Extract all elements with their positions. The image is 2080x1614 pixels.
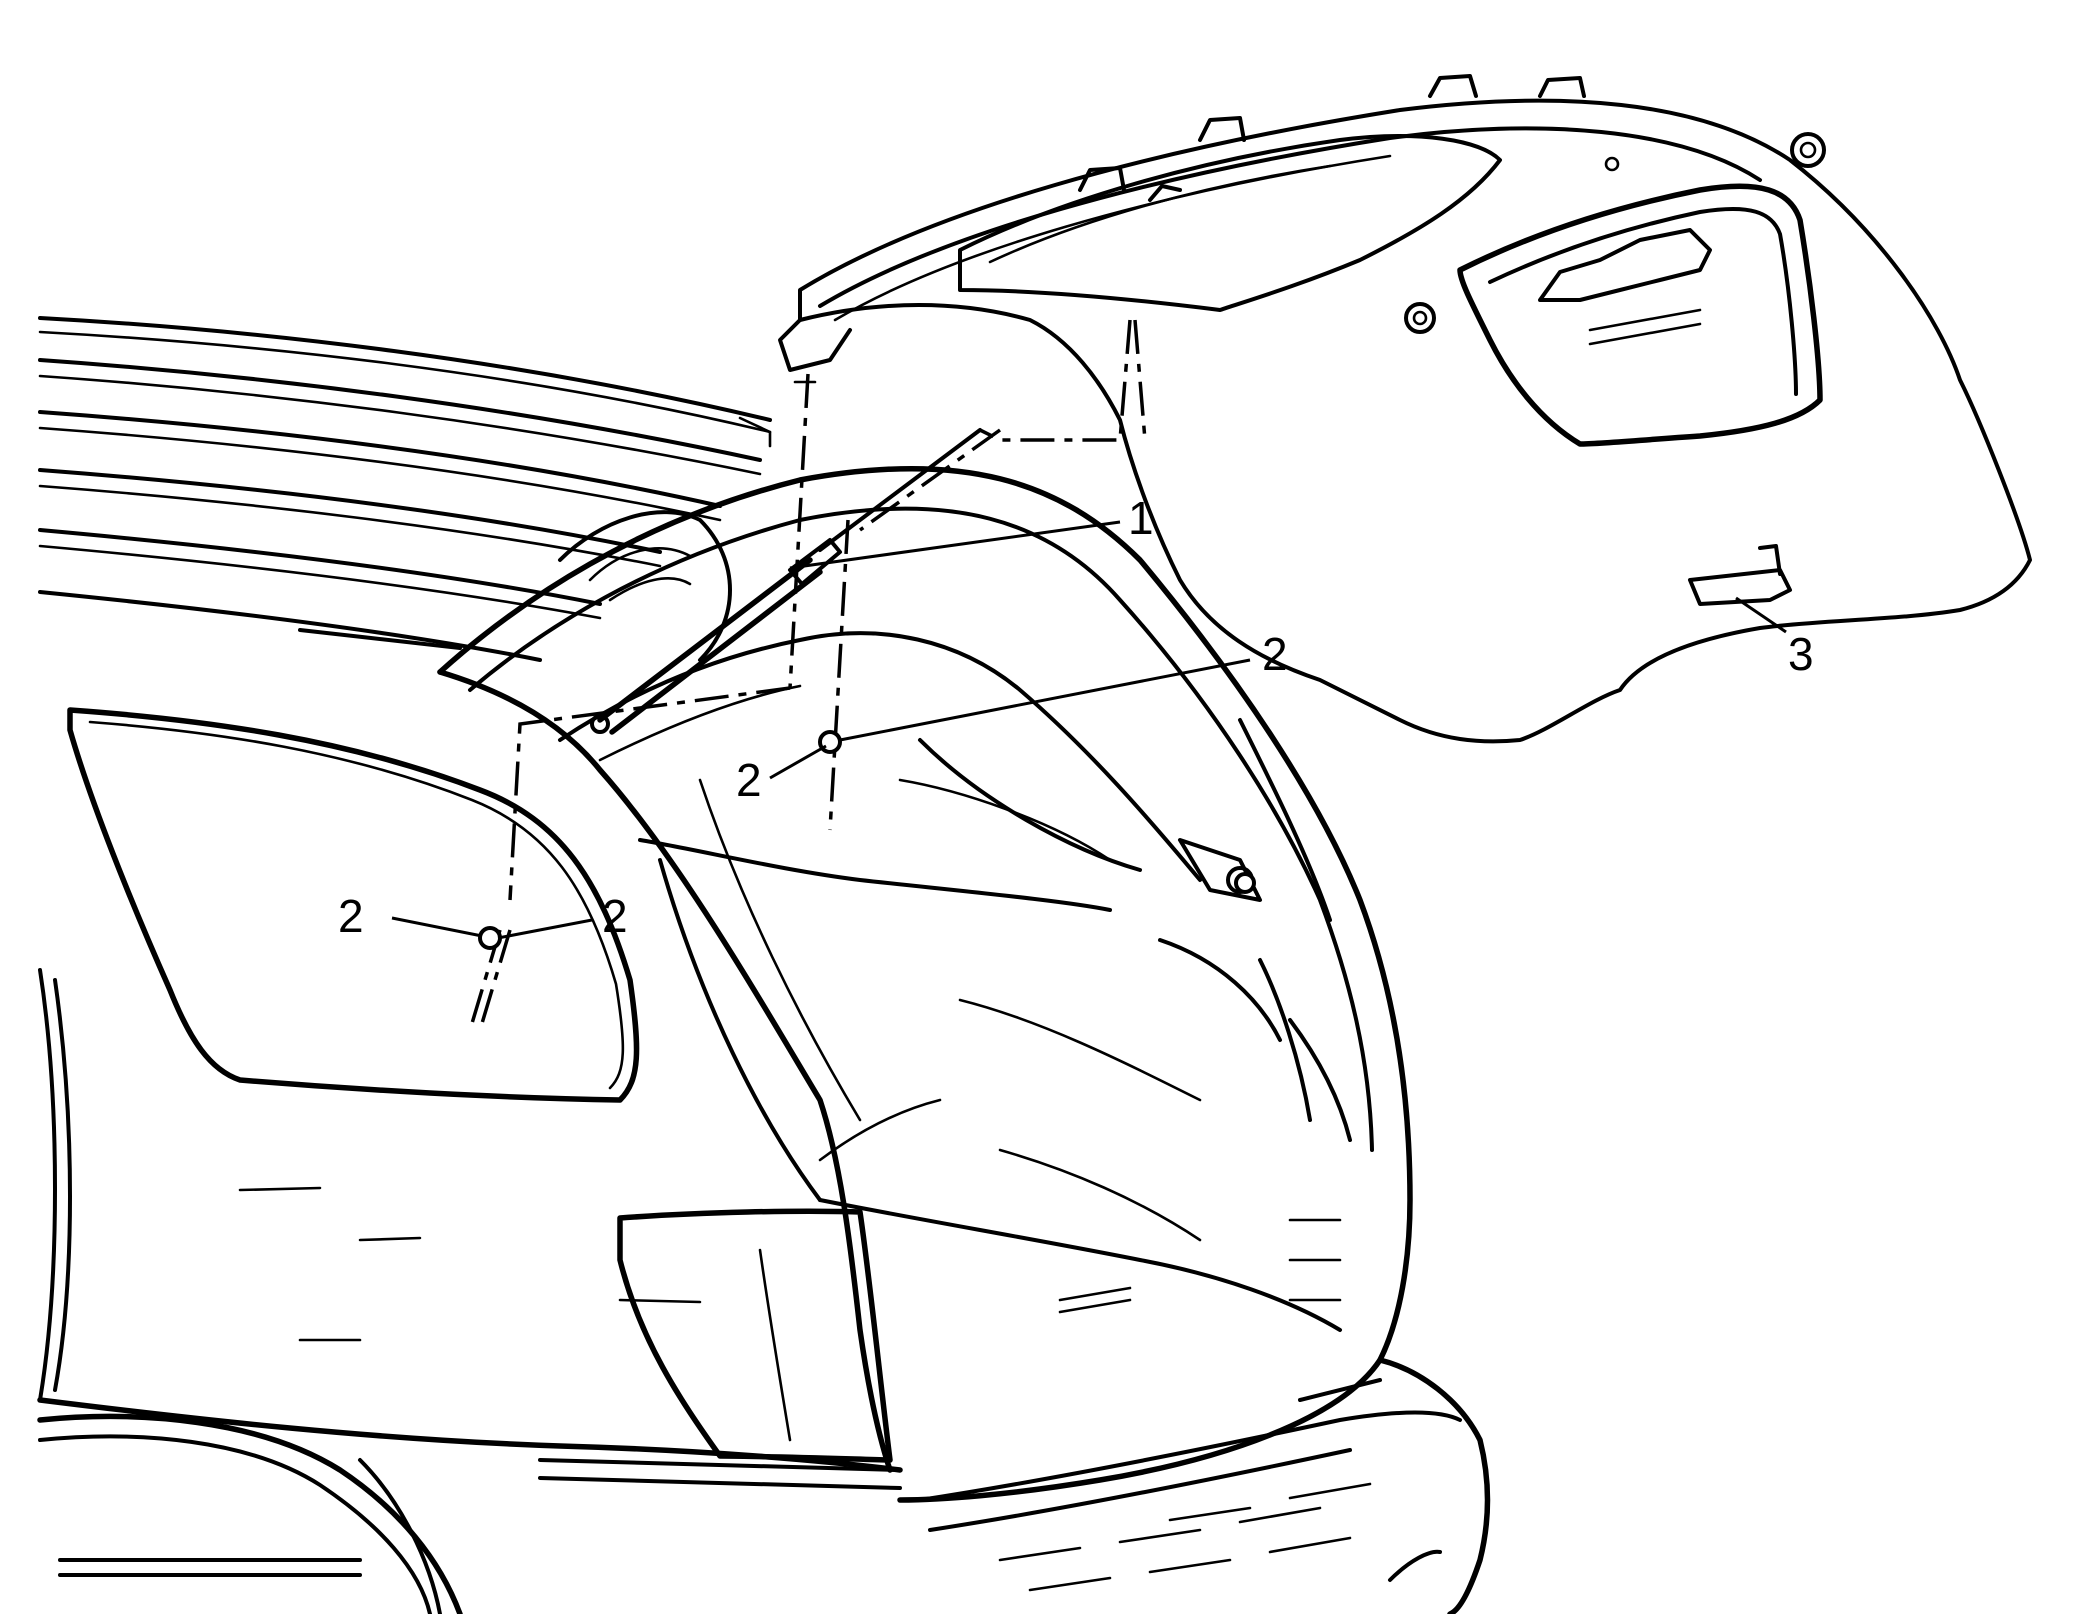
roof-panel	[38, 316, 772, 662]
fastener-latch	[1234, 872, 1256, 894]
callout-2-upper-right: 2	[1262, 628, 1288, 680]
leader-2c	[391, 916, 483, 938]
leader-2d	[497, 918, 593, 940]
leader-2a	[839, 658, 1251, 742]
leader-1	[789, 520, 1121, 570]
callout-leaders	[391, 520, 1787, 940]
callouts: 1 2 2 2 2 3	[338, 492, 1814, 942]
rear-bumper	[918, 1357, 1491, 1614]
fastener-lower	[478, 926, 502, 950]
callout-2-lower-left: 2	[338, 890, 364, 942]
fasteners	[478, 730, 1256, 950]
alignment-lines	[468, 319, 1147, 1031]
cargo-opening	[437, 465, 1413, 1503]
leader-3	[1735, 596, 1787, 634]
gas-strut	[558, 428, 982, 735]
leader-2b	[769, 744, 827, 780]
callout-2-lower-right: 2	[602, 890, 628, 942]
callout-1: 1	[1128, 492, 1154, 544]
callout-3: 3	[1788, 628, 1814, 680]
quarter-panel	[37, 669, 903, 1614]
liftgate-panel	[778, 74, 2032, 744]
callout-2-upper-left: 2	[736, 754, 762, 806]
